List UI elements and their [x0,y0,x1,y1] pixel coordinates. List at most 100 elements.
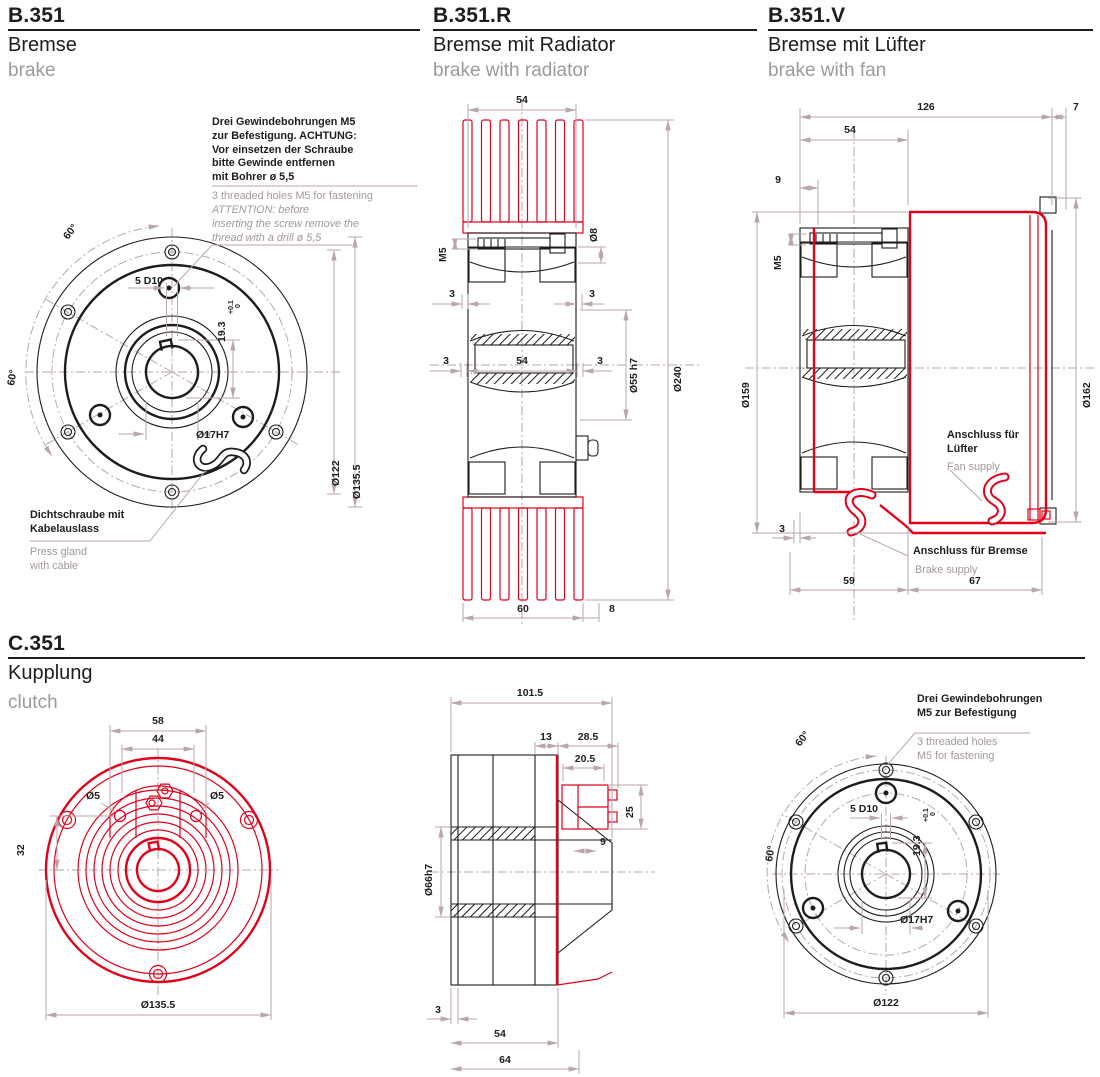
dim-hub: 54 [494,1028,506,1040]
b351v-leaders [859,469,983,557]
dim-hole-r: Ø5 [210,790,224,802]
c351r-threaded-holes-m5 [801,781,970,923]
dim-rotor: 13 [540,731,552,743]
section-title-de-b351r: Bremse mit Radiator [433,34,616,56]
dim-width: 54 [844,124,856,136]
c351-front-drawing: 58 44 Ø5 Ø5 32 Ø135.5 [15,715,278,1020]
section-title-de-b351: Bremse [8,34,77,56]
b351v-dim-length: 126 7 [799,101,1079,224]
b351v-fan-cable [983,472,1010,526]
b351r-dim-gaps-upper: 3 3 [432,288,604,309]
dim-tol-hi: +0.1 [923,808,930,822]
c351-note-en: 3 threaded holes M5 for fastening [917,736,998,762]
b351v-dim-width: 54 [799,124,909,205]
dim-total: 64 [499,1054,511,1066]
dim-gap: 3 [779,523,785,535]
c351r-dim-bolt-circle: Ø122 [783,890,989,1018]
dim-offset: 32 [15,844,27,856]
dim-bore: Ø17H7 [900,914,933,926]
b351r-centerlines [430,100,700,625]
dim-outer: Ø240 [672,366,684,392]
dim-outer: Ø135.5 [141,999,176,1011]
dim-tol-lo: 0 [235,304,242,308]
dim-brake-dia: Ø159 [740,382,752,408]
dim-angle-top: 60° [61,222,80,242]
dim-keyway-width: 5 D10 [135,275,163,287]
section-title-en-b351: brake [8,60,56,81]
dim-hole-l: Ø5 [86,790,100,802]
dim-len-brake: 59 [843,575,855,587]
b351r-dim-width-top: 54 [467,94,577,228]
b351v-dim-offset: 9 [775,174,819,225]
dim-angle-top: 60° [793,729,812,749]
c351f-lever-housing [109,783,207,838]
b351v-fan-cowl [812,210,1051,535]
c351r-keyway-dim: 5 D10 [850,803,908,840]
dim-length: 126 [917,101,935,113]
b351-note-de: Drei Gewindebohrungen M5 zur Befestigung… [212,116,357,184]
b351r-dim-fins: 60 8 [462,603,615,622]
dim-conn-height: 25 [624,806,636,818]
c351f-dim-offset: 32 [15,815,114,871]
b351r-dim-m5: M5 [437,238,476,262]
c351s-dim-shaft: Ø66h7 [423,826,451,918]
rule-b351v [768,29,1093,32]
dim-width-top: 54 [516,94,528,106]
section-code-c351: C.351 [8,632,66,655]
dim-housing: 58 [152,715,164,727]
dim-keyway-depth: 19.3 [216,321,228,342]
section-title-de-b351v: Bremse mit Lüfter [768,34,926,56]
dim-thread: M5 [437,247,449,262]
b351r-dim-hub-row: 3 54 3 [430,355,612,377]
c351-note-de: Drei Gewindebohrungen M5 zur Befestigung [917,693,1043,719]
c351s-dim-conn: 13 28.5 20.5 25 9 [534,731,648,854]
dim-fin-offset: 8 [609,603,615,615]
dim-inner: 44 [152,733,164,745]
c351-side-drawing: 101.5 13 28.5 20.5 25 9 Ø66h7 [423,687,655,1074]
c351f-dim-housing: 58 44 [109,715,207,812]
b351v-dim-m5: M5 [772,233,806,270]
rule-b351r [433,29,757,32]
dim-hub: 54 [516,355,528,367]
c351r-hub [837,825,935,923]
dim-hole: Ø8 [588,228,600,242]
c351f-dim-outer: Ø135.5 [45,880,272,1020]
b351v-fan-internals [1039,196,1057,525]
dim-angle-left: 60° [5,369,20,387]
section-title-en-b351r: brake with radiator [433,60,590,81]
b351v-dim-diameters: Ø159 Ø162 [740,197,1093,534]
c351f-hub [124,836,192,904]
c351r-leaders [887,732,1030,765]
section-code-b351r: B.351.R [433,4,512,27]
dim-conn-inner: 20.5 [575,753,596,765]
dim-bore: Ø17H7 [196,429,229,441]
dim-fan-dia: Ø162 [1081,382,1093,408]
dim-bolt-circle: Ø122 [330,460,342,486]
c351r-flange-holes [788,762,984,986]
b351-gland-note-en: Press gland with cable [30,546,88,572]
b351r-drawing: 54 M5 Ø8 3 3 3 54 [430,94,700,625]
dim-tol-lo: 0 [930,812,937,816]
b351r-radiator-top [462,119,584,234]
c351s-dim-bottom: 3 54 64 [427,988,580,1074]
b351r-dim-hole8: Ø8 [578,228,606,264]
b351-leader-lines [30,185,418,542]
section-title-de-c351: Kupplung [8,662,93,684]
b351v-brake-label-en: Brake supply [915,564,978,576]
dim-shaft: Ø55 h7 [628,358,640,393]
b351-cable [192,444,251,475]
rule-b351 [8,29,420,32]
dim-outer-dia: Ø135.5 [351,464,363,499]
dim-conn: 28.5 [578,731,599,743]
dim-gap-bl: 3 [443,355,449,367]
dim-depth: 19.3 [911,835,923,856]
dim-rear: 7 [1073,101,1079,113]
b351r-radiator-bottom [462,496,584,601]
b351v-brake-cable [844,488,877,537]
b351r-dim-shaft: Ø55 h7 [580,309,640,421]
dim-gap-tl: 3 [449,288,455,300]
section-code-b351: B.351 [8,4,66,27]
c351r-depth-dim: 19.3 +0.1 0 [892,808,937,899]
c351r-bore-dim: Ø17H7 [834,900,933,934]
